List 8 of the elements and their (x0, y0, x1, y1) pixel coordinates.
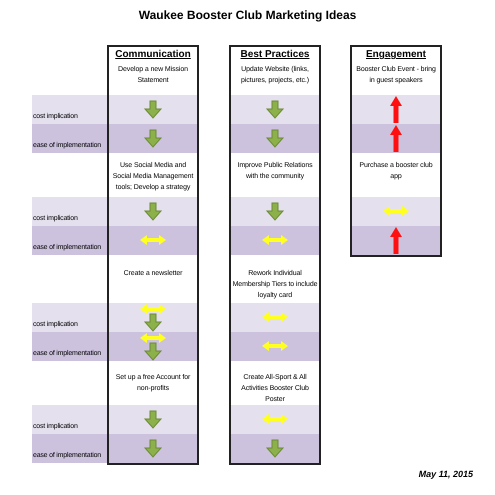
date-note: May 11, 2015 (418, 469, 473, 479)
column-heading: Best Practices (240, 49, 310, 60)
category-column (229, 45, 321, 465)
page-title: Waukee Booster Club Marketing Ideas (138, 8, 358, 22)
column-heading: Communication (114, 49, 192, 60)
category-column (107, 45, 199, 465)
column-heading: Engagement (364, 49, 427, 60)
category-column (350, 45, 442, 257)
